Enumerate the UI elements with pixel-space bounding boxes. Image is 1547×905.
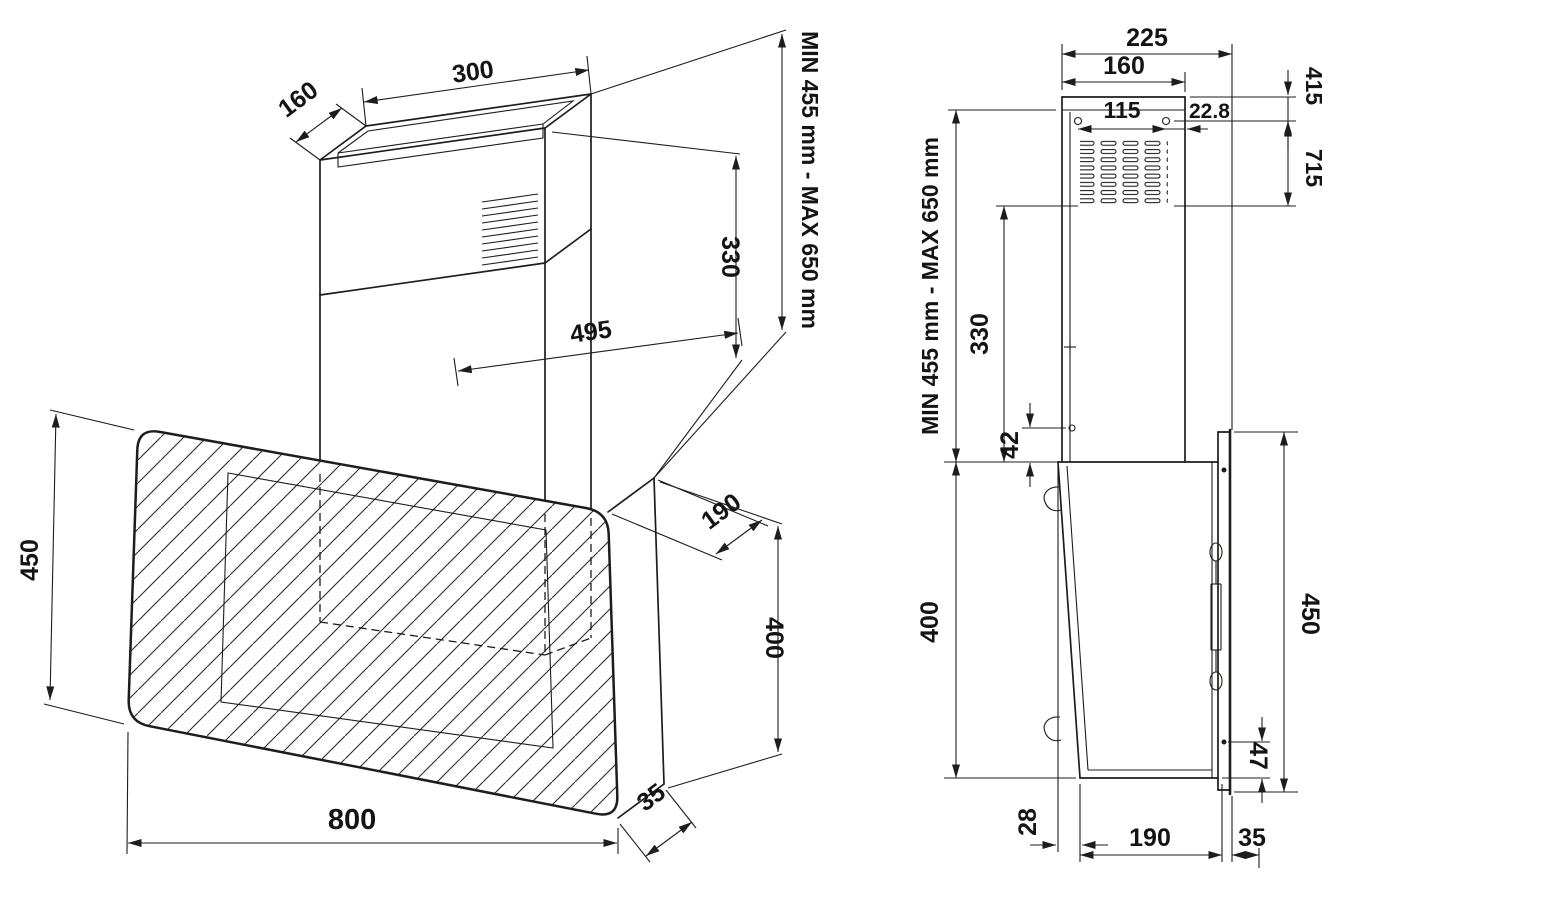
dim-label-side-715: 715 (1301, 149, 1327, 188)
dim-front-duct-width: 300 (361, 55, 592, 127)
dim-label-side-47: 47 (1244, 742, 1272, 770)
hidden-lines (319, 474, 592, 656)
dim-side-height-range: MIN 455 mm - MAX 650 mm (917, 109, 1058, 463)
dim-front-bottom-offset: 35 (619, 778, 697, 863)
dim-label-front-height-range: MIN 455 mm - MAX 650 mm (797, 31, 823, 329)
dim-label-front-495: 495 (568, 315, 613, 349)
dim-side-body-depth: 190 (1080, 784, 1223, 862)
dim-label-front-800: 800 (328, 804, 376, 836)
dim-side-hole-top-offset: 415 (1174, 67, 1327, 148)
dim-side-duct-lower: 330 (966, 205, 1078, 462)
dim-side-grille-height: 715 (1174, 121, 1327, 207)
dim-label-side-height-range: MIN 455 mm - MAX 650 mm (917, 137, 943, 435)
side-view: 225 160 115 22.8 415 (916, 24, 1327, 868)
hook-bottom (1043, 716, 1062, 742)
dim-label-front-190: 190 (696, 488, 746, 535)
dim-label-side-400: 400 (916, 601, 944, 643)
dim-side-body-height: 400 (916, 462, 1076, 779)
dim-label-side-415: 415 (1301, 67, 1327, 106)
hook-top (1043, 486, 1062, 512)
dim-label-front-160: 160 (273, 76, 323, 123)
dim-side-hole-body-offset: 42 (996, 403, 1066, 487)
dim-label-front-450: 450 (16, 539, 44, 581)
screw-mark-cross (1064, 341, 1076, 353)
glass-panel-outline (127, 430, 619, 816)
dim-side-front-slant-offset: 28 (1014, 466, 1108, 862)
dim-front-height-range: MIN 455 mm - MAX 650 mm (590, 29, 823, 479)
turnbuckle (1209, 542, 1223, 691)
screw-hole-lower (1068, 424, 1076, 432)
dim-label-side-42: 42 (996, 431, 1024, 459)
screw-hole-left (1073, 116, 1083, 126)
dim-front-body-height: 400 (659, 481, 788, 789)
dim-label-side-160: 160 (1103, 52, 1145, 80)
dim-label-side-115: 115 (1103, 97, 1140, 123)
dim-side-grille-back-offset: 22.8 (1166, 100, 1230, 134)
body-side-edge (607, 477, 665, 819)
chimney-duct (319, 93, 592, 517)
wall-and-bracket (1209, 428, 1232, 796)
dim-side-duct-depth: 160 (1062, 52, 1186, 92)
dim-label-side-190: 190 (1129, 824, 1171, 852)
glass-inner-edge (220, 472, 554, 749)
dim-label-front-330: 330 (716, 236, 744, 278)
dim-side-wall-offset: 35 (1231, 796, 1266, 868)
dim-label-side-22-8: 22.8 (1189, 100, 1230, 123)
dim-label-front-35: 35 (632, 778, 671, 817)
dim-side-bottom-hook-offset: 47 (1222, 717, 1272, 803)
side-body (1043, 461, 1219, 779)
bracket-screw-bottom (1221, 739, 1227, 745)
front-isometric-view: 160 300 MIN 455 mm - MAX 650 mm 330 (16, 29, 823, 863)
vent-grille-side (1080, 140, 1168, 206)
dim-label-side-28: 28 (1014, 808, 1042, 836)
dim-front-top-495: 495 (453, 315, 743, 387)
dim-side-back-height: 450 (1234, 431, 1324, 793)
dim-label-front-400: 400 (760, 617, 788, 659)
glass-panel (127, 430, 619, 816)
vent-grille-front (481, 193, 539, 266)
dim-front-duct-depth: 160 (273, 76, 367, 161)
dim-label-side-330: 330 (966, 313, 994, 355)
side-duct (1061, 96, 1186, 463)
dim-front-chimney-330: 330 (551, 131, 744, 479)
screw-hole-right (1161, 116, 1171, 126)
dim-front-glass-height: 450 (16, 409, 135, 725)
dim-side-hole-spacing: 115 (1078, 97, 1166, 134)
dim-label-side-450: 450 (1296, 593, 1324, 635)
dim-label-front-300: 300 (450, 55, 495, 89)
dim-label-side-35: 35 (1238, 824, 1266, 852)
dim-label-side-225: 225 (1126, 24, 1168, 52)
dim-side-total-depth: 225 (1061, 24, 1233, 430)
bracket-screw-top (1221, 467, 1227, 473)
dim-front-glass-width: 800 (126, 731, 619, 855)
